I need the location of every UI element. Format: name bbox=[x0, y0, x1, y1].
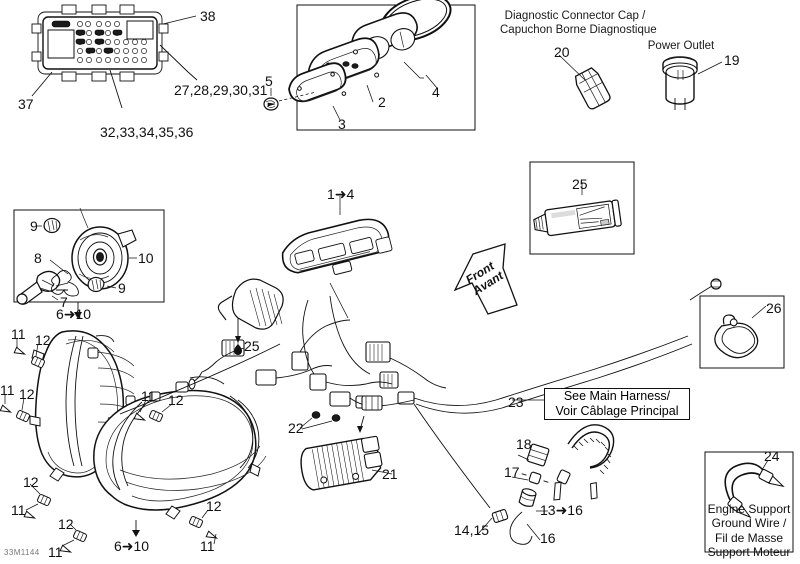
callout-10: 10 bbox=[138, 250, 154, 266]
front-avant-arrow bbox=[453, 243, 518, 315]
callout-11-f: 11 bbox=[200, 538, 215, 554]
diagnostic-cap-caption: Diagnostic Connector Cap / Capuchon Born… bbox=[500, 10, 657, 36]
callout-11-b: 11 bbox=[0, 382, 15, 398]
callout-11-c: 11 bbox=[141, 388, 156, 404]
headlight-lower-graphic bbox=[93, 376, 267, 520]
callout-23: 23 bbox=[508, 394, 524, 410]
callout-8: 8 bbox=[34, 250, 42, 266]
callout-32-36: 32,33,34,35,36 bbox=[100, 124, 194, 140]
callout-18: 18 bbox=[516, 436, 532, 452]
main-harness-note: See Main Harness/ Voir Câblage Principal bbox=[544, 388, 690, 420]
callout-12-e: 12 bbox=[58, 516, 74, 532]
callout-12-f: 12 bbox=[206, 498, 222, 514]
callout-14-15: 14,15 bbox=[454, 522, 490, 538]
callout-3: 3 bbox=[338, 116, 346, 132]
ground-wire-graphic bbox=[724, 459, 785, 519]
power-outlet-caption: Power Outlet bbox=[647, 40, 715, 52]
sheet-watermark: 33M1144 bbox=[4, 548, 40, 557]
callout-21: 21 bbox=[382, 466, 398, 482]
regulator-graphic bbox=[299, 395, 393, 491]
callout-27-31: 27,28,29,30,31 bbox=[174, 82, 268, 98]
bulb-assembly-graphic bbox=[16, 207, 137, 305]
callout-12-b: 12 bbox=[19, 386, 35, 402]
battery-cable-graphic bbox=[413, 403, 615, 545]
callout-16: 16 bbox=[540, 530, 556, 546]
callout-12-a: 12 bbox=[35, 332, 51, 348]
diagnostic-cap-graphic bbox=[558, 54, 611, 110]
callout-9-upper: 9 bbox=[30, 218, 38, 234]
callout-37: 37 bbox=[18, 96, 34, 112]
callout-11-d: 11 bbox=[11, 502, 26, 518]
callout-26: 26 bbox=[766, 300, 782, 316]
power-outlet-graphic bbox=[662, 56, 723, 110]
callout-9-lower: 9 bbox=[118, 280, 126, 296]
callout-19: 19 bbox=[724, 52, 740, 68]
callout-1-to-4: 1➜4 bbox=[327, 186, 355, 202]
callout-5: 5 bbox=[265, 73, 273, 89]
callout-25-box: 25 bbox=[572, 176, 588, 192]
callout-12-d: 12 bbox=[23, 474, 39, 490]
fuse-box-graphic bbox=[31, 4, 198, 109]
callout-11-e: 11 bbox=[48, 544, 63, 560]
callout-13-to-16: 13➜16 bbox=[540, 502, 583, 518]
callout-6-to-10-top: 6➜10 bbox=[56, 306, 92, 322]
gauge-cluster-graphic bbox=[263, 0, 452, 121]
callout-11-a: 11 bbox=[11, 326, 26, 342]
callout-12-c: 12 bbox=[168, 392, 184, 408]
callout-6-to-10-bottom: 6➜10 bbox=[114, 538, 150, 554]
callout-2: 2 bbox=[378, 94, 386, 110]
callout-22: 22 bbox=[288, 420, 304, 436]
clamp-graphic bbox=[714, 314, 759, 359]
callout-4: 4 bbox=[432, 84, 440, 100]
callout-20: 20 bbox=[554, 44, 570, 60]
engine-ground-note: Engine Support Ground Wire / Fil de Mass… bbox=[707, 502, 791, 560]
callout-25-drop: 25 bbox=[244, 338, 260, 354]
fasteners-graphic bbox=[0, 338, 219, 553]
callout-38: 38 bbox=[200, 8, 216, 24]
callout-7: 7 bbox=[60, 294, 68, 310]
callout-24: 24 bbox=[764, 448, 780, 464]
callout-17: 17 bbox=[504, 464, 520, 480]
grease-tube-graphic bbox=[533, 199, 622, 237]
main-harness-graphic bbox=[188, 196, 722, 414]
